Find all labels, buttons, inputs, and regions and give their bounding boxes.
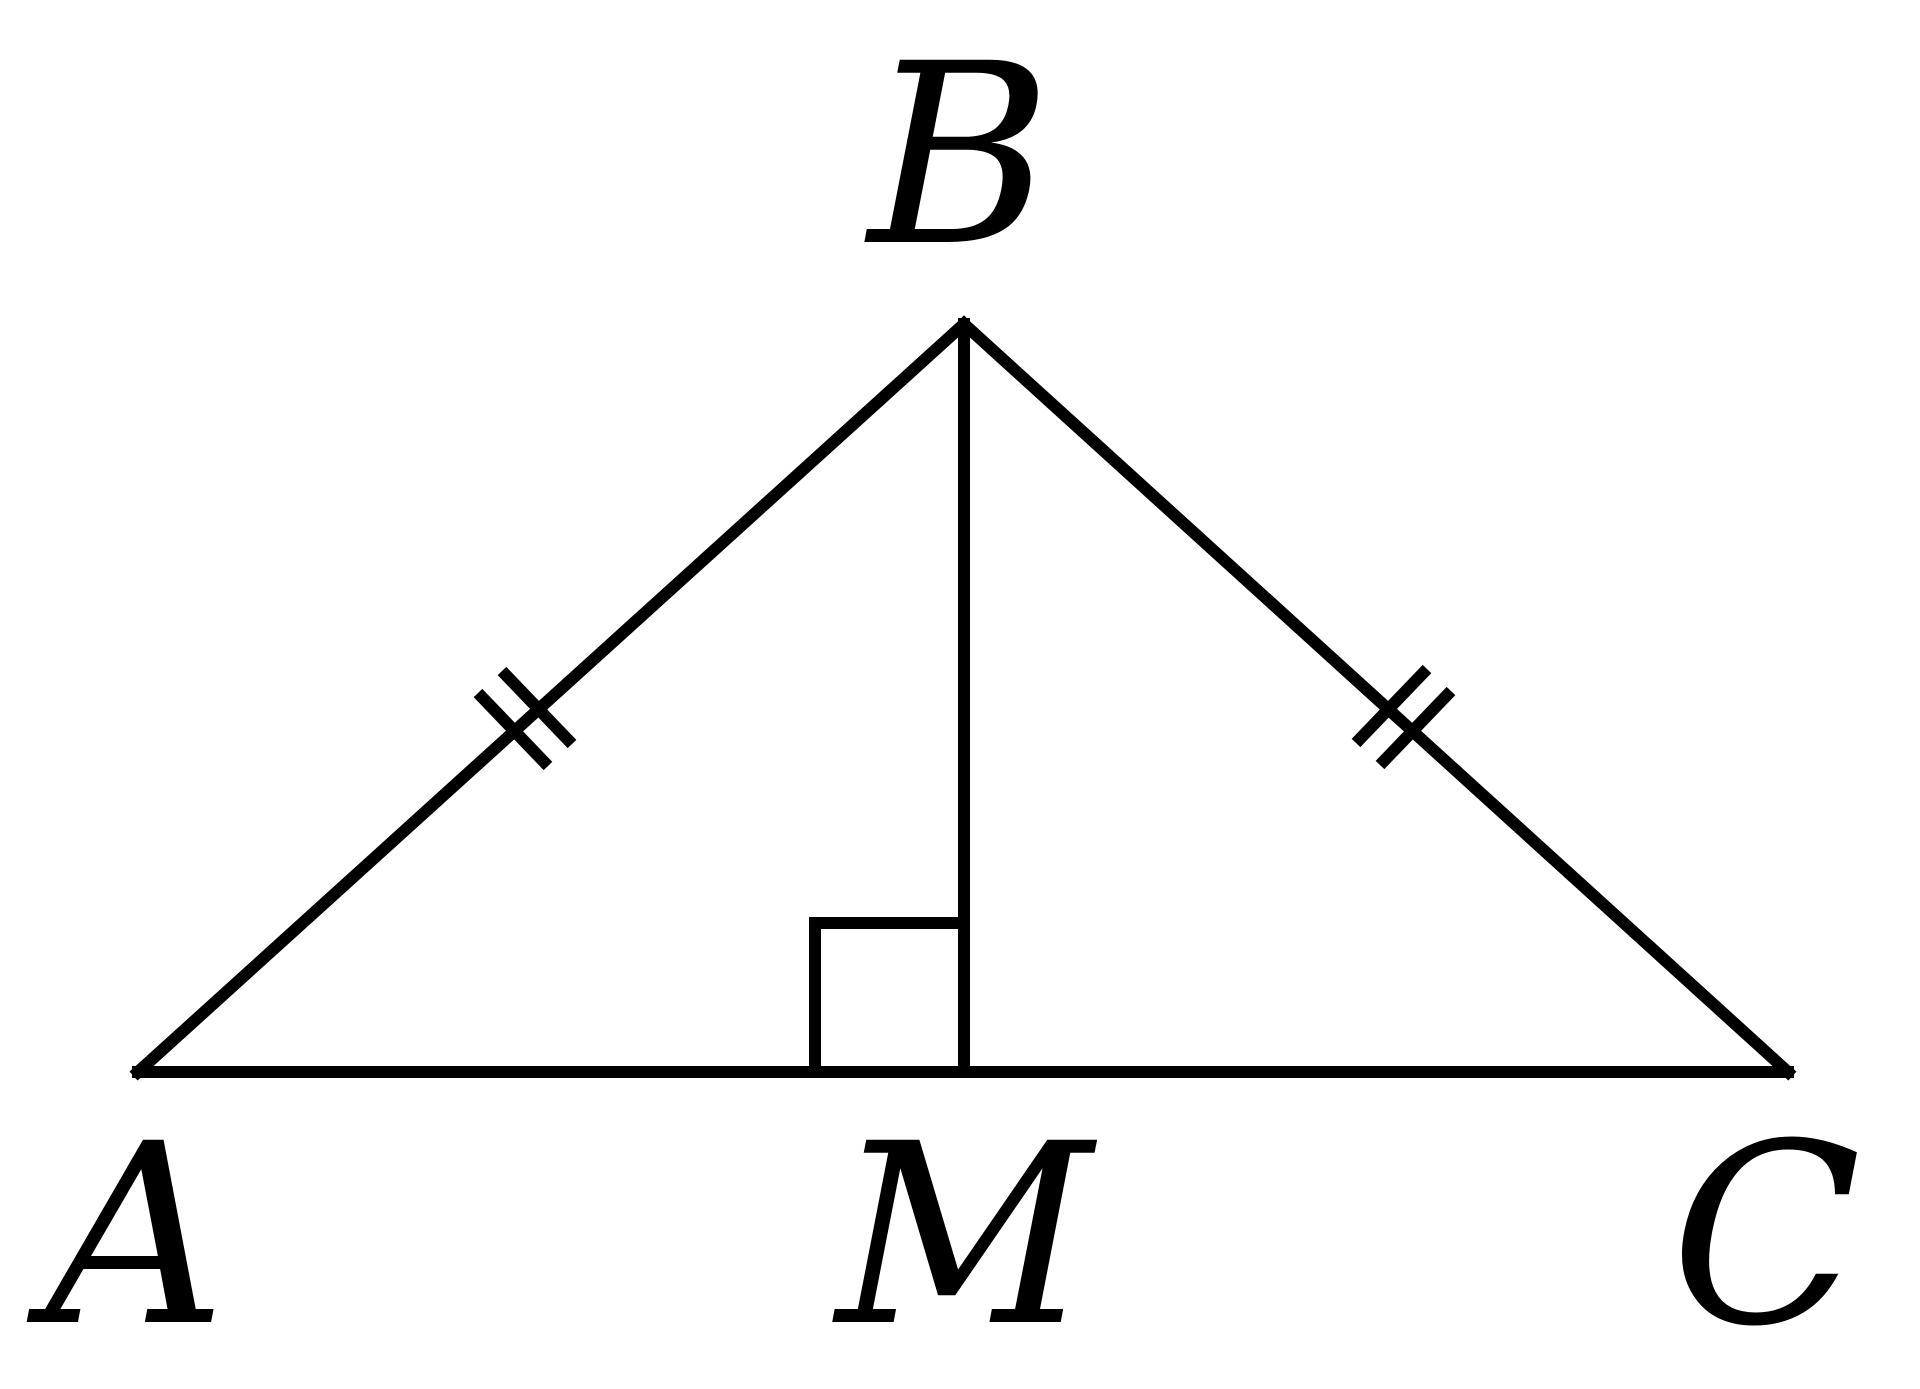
tick-marks-bc [1351, 664, 1456, 770]
side-ab [129, 315, 973, 1081]
label-b: B [864, 10, 1052, 301]
right-angle-marker [809, 917, 970, 1078]
tick-ab-1 [473, 688, 553, 771]
label-c: C [1670, 1090, 1861, 1381]
tick-bc-1 [1351, 664, 1432, 748]
label-a: A [26, 1090, 227, 1381]
label-m: M [832, 1090, 1098, 1381]
tick-bc-2 [1375, 686, 1456, 770]
side-bc [955, 315, 1797, 1081]
tick-marks-ab [473, 666, 577, 771]
tick-ab-2 [497, 666, 577, 749]
